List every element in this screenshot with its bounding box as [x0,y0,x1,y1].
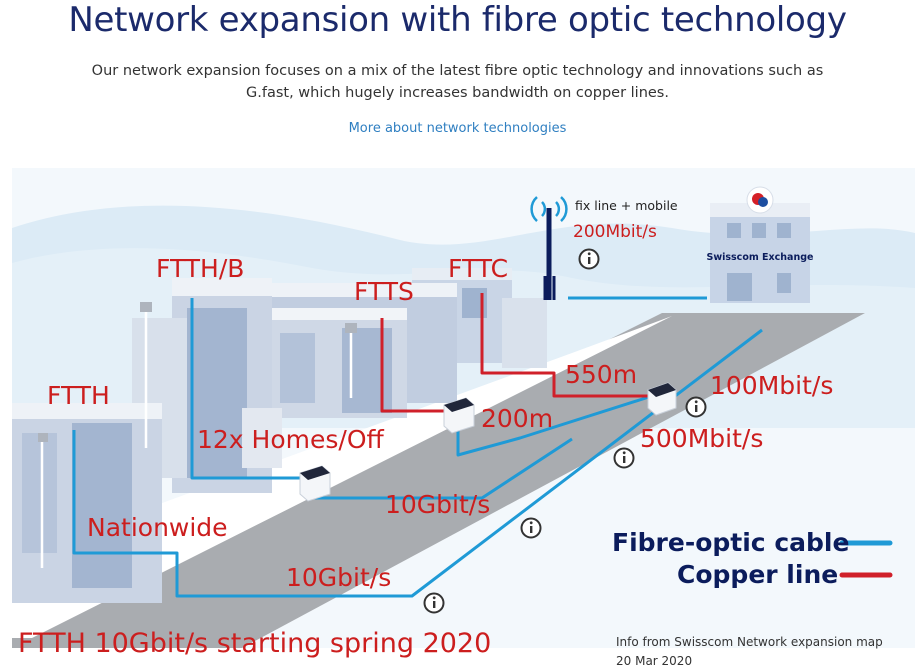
label-nationwide: Nationwide [87,513,228,542]
label-distance-200m: 200m [481,404,554,433]
label-homes-offices: 12x Homes/Off [197,425,384,454]
street-lamps [40,308,353,568]
info-icon-ftth[interactable] [423,592,445,614]
network-diagram: Swisscom Exchange fix line + mobile [12,168,915,648]
more-network-technologies-link[interactable]: More about network technologies [348,121,567,136]
lamp-head-1 [140,302,152,312]
copper-ftts [380,318,447,413]
label-distance-550m: 550m [565,360,638,389]
footer-headline: FTTH 10Gbit/s starting spring 2020 [18,628,492,659]
antenna-icon [530,196,568,300]
info-icon-mobile[interactable] [578,248,600,270]
info-icon-fttc[interactable] [685,396,707,418]
info-icon-ftts[interactable] [613,447,635,469]
exchange-label: Swisscom Exchange [707,252,814,263]
label-fttc: FTTC [448,254,509,283]
label-ftts: FTTS [354,277,414,306]
fibre-ftthb [190,298,304,480]
legend-copper-label: Copper line [677,560,839,589]
fibre-ftts [456,394,653,457]
info-icon-ftthb[interactable] [520,517,542,539]
label-speed-100mbit: 100Mbit/s [710,371,834,400]
lamp-head-3 [38,433,48,442]
page-title: Network expansion with fibre optic techn… [68,0,847,40]
page-subtitle: Our network expansion focuses on a mix o… [80,60,835,104]
subtitle-line-2: G.fast, which hugely increases bandwidth… [246,85,669,101]
subtitle-line-1: Our network expansion focuses on a mix o… [91,63,824,79]
copper-lines [380,293,652,413]
copper-fttc [480,293,652,398]
label-ftth: FTTH [47,381,110,410]
source-line-2: 20 Mar 2020 [616,654,693,668]
source-line-1: Info from Swisscom Network expansion map [616,635,883,649]
street-cabinets [299,382,677,502]
legend-fibre-label: Fibre-optic cable [612,528,850,557]
source-note: Info from Swisscom Network expansion map… [616,633,883,671]
label-speed-500mbit: 500Mbit/s [640,424,764,453]
lamp-head-2 [345,323,357,333]
label-ftthb: FTTH/B [156,254,245,283]
label-speed-10gbit-b: 10Gbit/s [286,563,392,592]
building-ftth [12,403,162,603]
swisscom-exchange-building [710,186,810,303]
fibre-main-ftth [72,328,763,598]
label-speed-10gbit-a: 10Gbit/s [385,490,491,519]
label-mobile-speed: 200Mbit/s [573,222,657,242]
building-ftthb [132,278,282,493]
antenna-label: fix line + mobile [575,198,678,213]
